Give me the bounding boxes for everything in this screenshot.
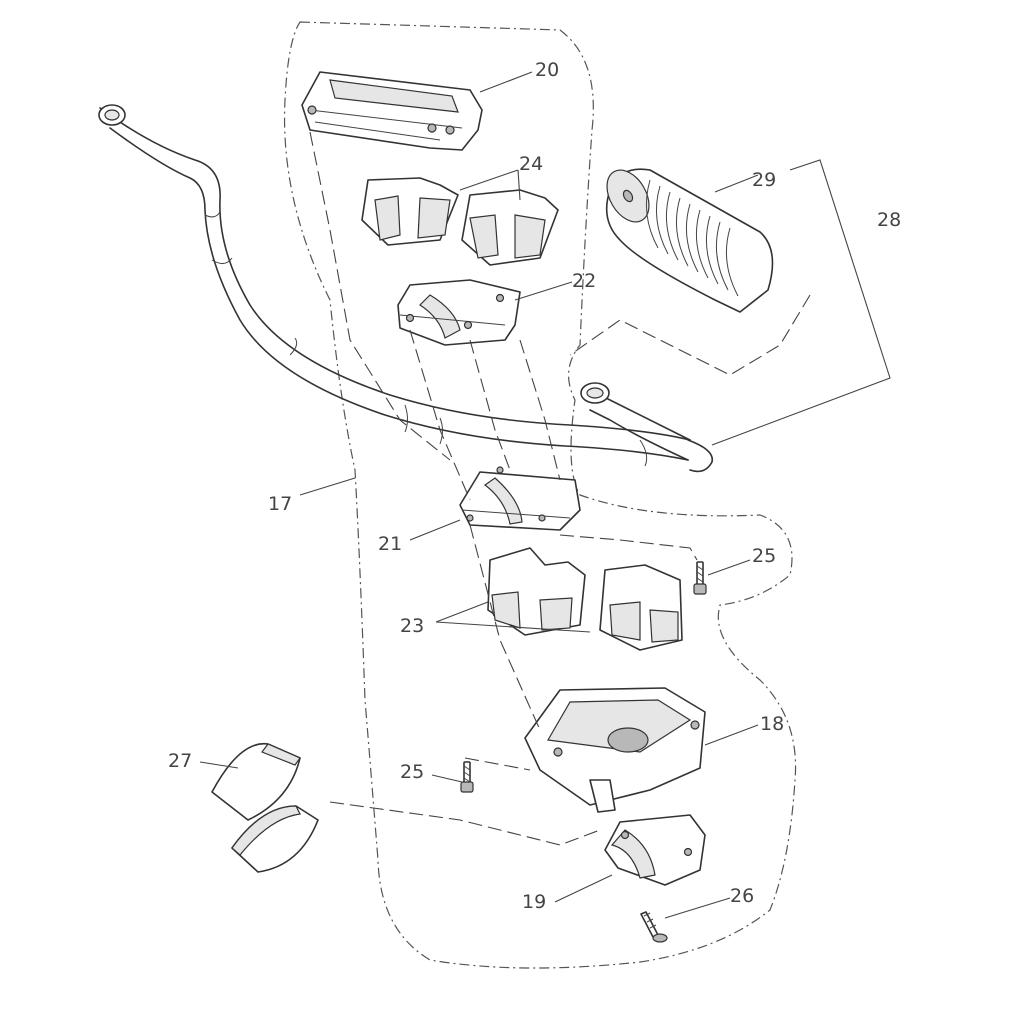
callout-27: 27 xyxy=(168,750,192,772)
callout-24: 24 xyxy=(519,153,543,175)
assembly-17-boundary xyxy=(283,21,797,969)
callout-23: 23 xyxy=(400,615,424,637)
callout-17: 17 xyxy=(268,493,292,515)
upper-bracket-22 xyxy=(397,279,521,346)
bolt-25-lower xyxy=(460,761,474,793)
grip-29 xyxy=(605,168,774,313)
bolt-25-upper xyxy=(693,561,707,595)
callout-29: 29 xyxy=(752,169,776,191)
callout-21: 21 xyxy=(378,533,402,555)
callout-25-lower: 25 xyxy=(400,761,424,783)
screw-26 xyxy=(640,911,668,943)
shims-27 xyxy=(211,742,319,873)
leader-lines xyxy=(199,71,891,919)
top-cover-20 xyxy=(301,71,483,151)
lower-bracket-21 xyxy=(459,466,581,531)
callout-20: 20 xyxy=(535,59,559,81)
clamp-halves-24 xyxy=(361,177,559,266)
callout-28: 28 xyxy=(877,209,901,231)
lower-housing-18 xyxy=(524,687,706,813)
callout-25-upper: 25 xyxy=(752,545,776,567)
handlebar xyxy=(98,104,714,473)
callout-19: 19 xyxy=(522,891,546,913)
callout-22: 22 xyxy=(572,270,596,292)
clamp-halves-23 xyxy=(487,547,683,651)
callout-labels: 20 24 22 29 28 17 21 25 23 18 25 27 19 2… xyxy=(168,59,901,913)
callout-18: 18 xyxy=(760,713,784,735)
alignment-lines xyxy=(309,131,811,846)
callout-26: 26 xyxy=(730,885,754,907)
lower-clamp-19 xyxy=(604,814,706,886)
